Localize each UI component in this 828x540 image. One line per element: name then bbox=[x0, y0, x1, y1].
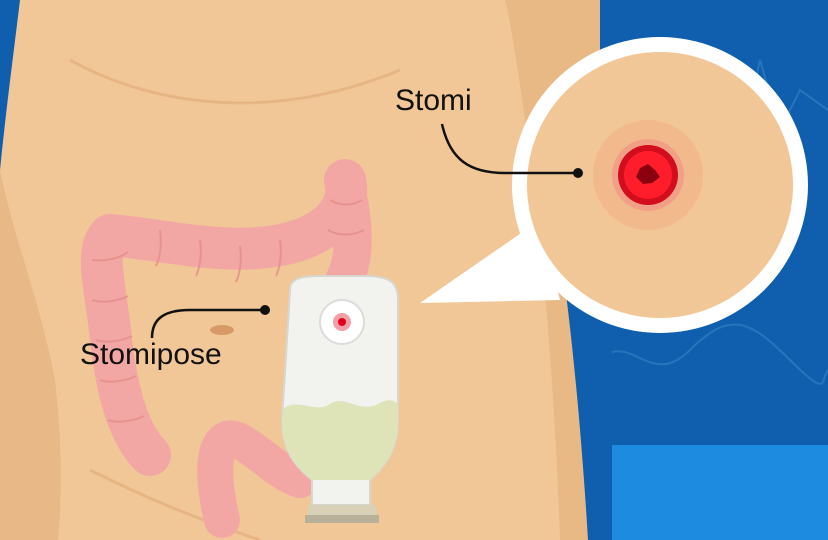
stoma-leader-line bbox=[440, 123, 583, 178]
chest-line bbox=[69, 58, 401, 105]
stoma-label: Stomi bbox=[395, 84, 472, 117]
torso-shading-left bbox=[0, 170, 61, 540]
pouch-label: Stomipose bbox=[80, 338, 222, 371]
hip-line bbox=[89, 468, 261, 540]
navel-icon bbox=[210, 325, 234, 335]
pouch-leader-line bbox=[150, 305, 270, 339]
stoma-icon bbox=[593, 120, 703, 230]
stoma-pouch-icon bbox=[280, 275, 399, 523]
